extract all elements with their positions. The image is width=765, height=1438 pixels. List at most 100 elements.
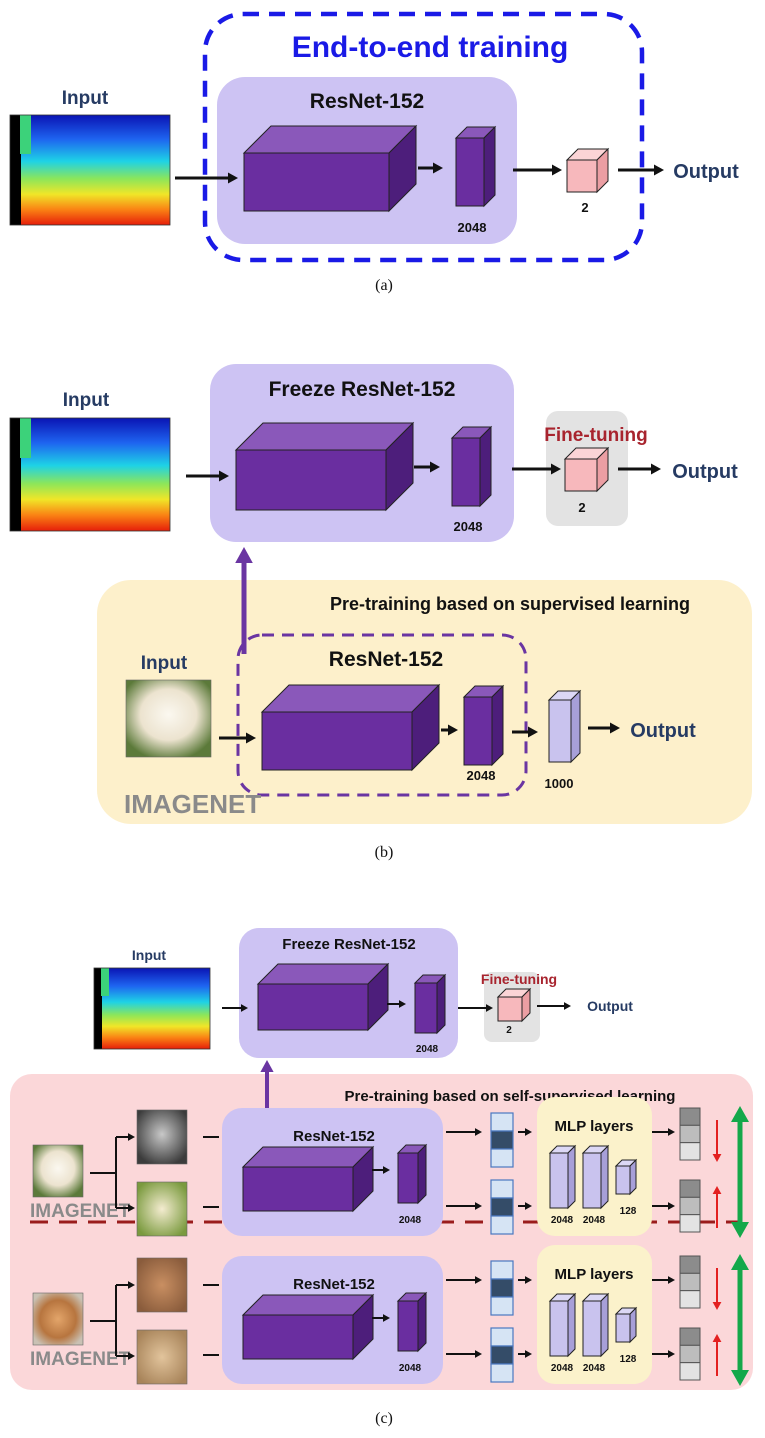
- backbone-label-a: ResNet-152: [310, 90, 424, 113]
- shared-backbone-label-c-2: ResNet-152: [293, 1276, 375, 1293]
- augmented-view1-c-1: [136, 1109, 188, 1165]
- shared-feature-cube-c-2: [241, 1293, 375, 1361]
- red-up-arrow-c-1: [712, 1186, 722, 1228]
- classes-dim-label-b: 1000: [545, 776, 574, 791]
- arrow-imagenet-to-backbone-b: [219, 732, 256, 744]
- feature-vector-cube-c: [413, 973, 447, 1035]
- imagenet-logo-b: IMAGENET: [124, 789, 261, 819]
- red-down-arrow-c-2: [712, 1268, 722, 1310]
- feature-dim-label-b: 2048: [454, 519, 483, 534]
- frozen-backbone-label-b: Freeze ResNet-152: [269, 378, 456, 401]
- red-up-arrow-c-2: [712, 1334, 722, 1376]
- arrow-rep1-to-mlp-c-2: [518, 1276, 532, 1284]
- arrow-shared-backbone-to-feature-c-2: [372, 1314, 390, 1322]
- shared-backbone-label-c-1: ResNet-152: [293, 1128, 375, 1145]
- head-dim-label-c: 2: [506, 1025, 512, 1036]
- arrow-backbone-to-feature-a: [418, 162, 443, 174]
- projection-view1-c-1: [679, 1107, 701, 1161]
- representation-view1-c-1: [490, 1112, 514, 1168]
- depth-map-image-a: [9, 114, 171, 226]
- arrow-rep2-to-mlp-c-2: [518, 1350, 532, 1358]
- arrow-backbone-to-feature-b: [414, 461, 440, 473]
- depth-map-image-b: [9, 417, 171, 532]
- arrow-pretrain-backbone-to-feature-b: [441, 724, 458, 736]
- pretrain-output-label-b: Output: [630, 720, 696, 742]
- imagenet-puppy-photo-b: [125, 679, 212, 758]
- feature-dim-label-a: 2048: [458, 220, 487, 235]
- representation-view1-c-2: [490, 1260, 514, 1316]
- mlp-dim1-c-1: 2048: [551, 1215, 574, 1226]
- arrow-mlp-to-proj1-c-1: [652, 1128, 675, 1136]
- arrow-to-view2-c-1: [116, 1204, 135, 1212]
- input-label-b: Input: [63, 390, 110, 411]
- arrow-to-view1-c-2: [116, 1281, 135, 1289]
- representation-view2-c-2: [490, 1327, 514, 1383]
- mlp-layer1-c-1: [548, 1144, 577, 1210]
- mlp-layer1-c-2: [548, 1292, 577, 1358]
- arrow-rep2-to-mlp-c-1: [518, 1202, 532, 1210]
- frozen-feature-cube-b: [234, 421, 415, 512]
- depth-map-image-c: [93, 967, 211, 1050]
- arrow-mlp-to-proj2-c-1: [652, 1202, 675, 1210]
- arrow-feature-to-head-a: [513, 164, 562, 176]
- mlp-layer3-c-1: [614, 1158, 638, 1196]
- shared-feature-cube-c-1: [241, 1145, 375, 1213]
- pretrain-feature-dim-b: 2048: [467, 768, 496, 783]
- head-cube-b: [563, 446, 610, 493]
- arrow-to-rep2-c-2: [446, 1350, 482, 1358]
- source-photo-c-2: [32, 1292, 84, 1346]
- arrow-mlp-to-proj1-c-2: [652, 1276, 675, 1284]
- green-double-arrow-c-1: [731, 1106, 749, 1238]
- imagenet-logo-c-1: IMAGENET: [30, 1201, 131, 1222]
- shared-feature-vector-c-1: [396, 1143, 428, 1205]
- feature-vector-cube-b: [450, 425, 493, 508]
- mlp-title-c-2: MLP layers: [555, 1266, 634, 1283]
- arrow-backbone-to-feature-c: [387, 1000, 406, 1008]
- mlp-dim3-c-1: 128: [620, 1206, 637, 1217]
- representation-view2-c-1: [490, 1179, 514, 1235]
- arrow-to-output-a: [618, 164, 664, 176]
- augmented-view1-c-2: [136, 1257, 188, 1313]
- arrow-input-to-backbone-c: [222, 1004, 248, 1012]
- arrow-feature-to-head-b: [512, 463, 561, 475]
- arrow-to-view1-c-1: [116, 1133, 135, 1141]
- caption-b: (b): [375, 844, 394, 861]
- augmented-view2-c-2: [136, 1329, 188, 1385]
- classifier-cube-b: [547, 689, 582, 764]
- mlp-dim1-c-2: 2048: [551, 1363, 574, 1374]
- mlp-layer2-c-2: [581, 1292, 610, 1358]
- pretrain-title-b: Pre-training based on supervised learnin…: [330, 594, 690, 614]
- head-dim-label-b: 2: [578, 500, 585, 515]
- arrow-to-view2-c-2: [116, 1352, 135, 1360]
- pretrain-input-label-b: Input: [141, 653, 188, 674]
- head-cube-c: [496, 987, 532, 1023]
- mlp-layer3-c-2: [614, 1306, 638, 1344]
- pretrain-backbone-boundary-b: [236, 633, 528, 797]
- arrow-pretrain-to-freeze-b: [235, 547, 253, 654]
- arrow-to-rep2-c-1: [446, 1202, 482, 1210]
- mlp-title-c-1: MLP layers: [555, 1118, 634, 1135]
- arrow-mlp-to-proj2-c-2: [652, 1350, 675, 1358]
- fine-tuning-label-c: Fine-tuning: [481, 971, 557, 987]
- augmentation-fork-c-2: [90, 1285, 117, 1356]
- arrow-to-output-b: [618, 463, 661, 475]
- arrow-to-rep1-c-1: [446, 1128, 482, 1136]
- imagenet-logo-c-2: IMAGENET: [30, 1349, 131, 1370]
- arrow-feature-to-head-c: [458, 1004, 493, 1012]
- caption-a: (a): [375, 277, 393, 294]
- input-label-a: Input: [62, 88, 109, 109]
- feature-vector-cube-a: [454, 125, 497, 208]
- arrow-rep1-to-mlp-c-1: [518, 1128, 532, 1136]
- arrow-shared-backbone-to-feature-c-1: [372, 1166, 390, 1174]
- projection-view2-c-2: [679, 1327, 701, 1381]
- augmented-view2-c-1: [136, 1181, 188, 1237]
- output-label-c: Output: [587, 998, 633, 1014]
- mlp-dim3-c-2: 128: [620, 1354, 637, 1365]
- mlp-dim2-c-2: 2048: [583, 1363, 606, 1374]
- output-label-b: Output: [672, 461, 738, 483]
- output-label-a: Output: [673, 161, 739, 183]
- arrow-to-output-c: [537, 1002, 571, 1010]
- shared-feature-dim-c-2: 2048: [399, 1363, 422, 1374]
- head-cube-a: [565, 147, 610, 194]
